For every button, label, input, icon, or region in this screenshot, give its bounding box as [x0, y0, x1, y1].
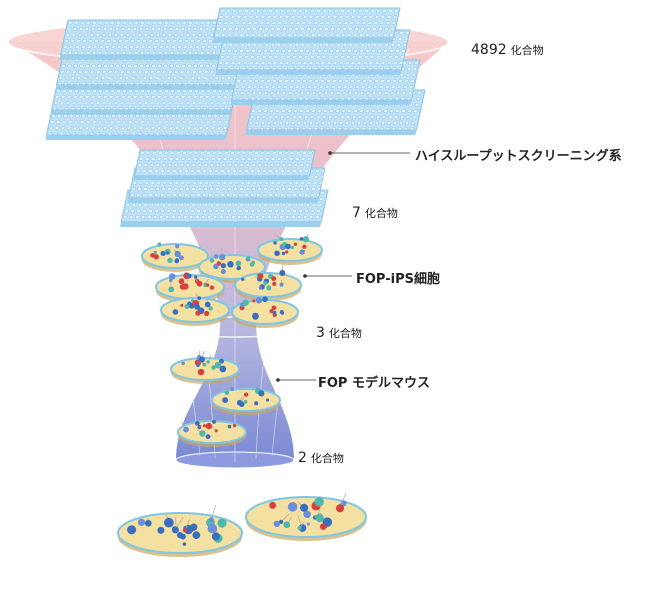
stage-count-1-number: 4892 [471, 42, 507, 58]
stage-count-4-unit: 化合物 [310, 452, 344, 465]
culture-dish [211, 387, 281, 415]
culture-dish [170, 350, 240, 384]
stage-count-3-unit: 化合物 [328, 327, 362, 340]
dish-group-final [117, 492, 367, 557]
stage-count-4-number: 2 [298, 450, 307, 466]
culture-dish [141, 242, 209, 272]
funnel-body [8, 42, 448, 460]
culture-dish [245, 492, 367, 541]
stage-count-2-number: 7 [352, 205, 361, 221]
well-plate-stack-middle [120, 149, 329, 227]
dish-group-mouse [170, 350, 281, 447]
stage-count-2-unit: 化合物 [364, 207, 398, 220]
culture-dish [231, 296, 299, 328]
leader-lines [278, 152, 410, 381]
culture-dish [198, 247, 266, 283]
method-label-ips: FOP-iPS細胞 [356, 272, 440, 287]
stage-count-3-number: 3 [316, 325, 325, 341]
culture-dish [117, 504, 243, 557]
culture-dish [234, 264, 302, 301]
culture-dish [155, 272, 225, 303]
stage-count-1-unit: 化合物 [510, 44, 544, 57]
method-label-hts: ハイスループットスクリーニング系 [415, 149, 622, 164]
well-plate-stack-right [212, 7, 426, 135]
culture-dish [177, 417, 247, 447]
culture-dish [160, 293, 230, 326]
well-plate-stack-left [45, 19, 246, 140]
method-label-mouse: FOP モデルマウス [318, 376, 430, 391]
dish-group-ips [141, 233, 323, 328]
culture-dish [257, 233, 323, 265]
